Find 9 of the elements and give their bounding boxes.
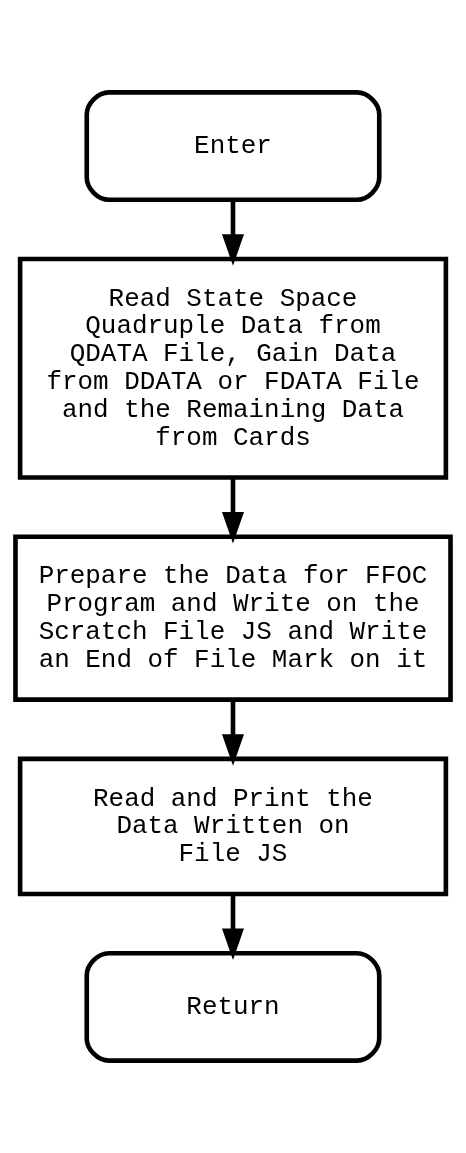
arrow xyxy=(221,699,245,766)
arrow xyxy=(221,478,245,544)
arrow xyxy=(221,894,245,960)
node-box: Read State Space Quadruple Data from QDATA File, Gain Data from DDATA or FDATA File and the Remaining Data from Cards xyxy=(17,256,449,480)
node-box: Enter xyxy=(84,90,382,203)
arrow xyxy=(221,200,245,266)
node-box: Read and Print the Data Written on File JS xyxy=(17,756,449,897)
node-box: Return xyxy=(84,950,382,1063)
node-box: Prepare the Data for FFOC Program and Write on the Scratch File JS and Write an End of File Mark on it xyxy=(13,534,453,702)
